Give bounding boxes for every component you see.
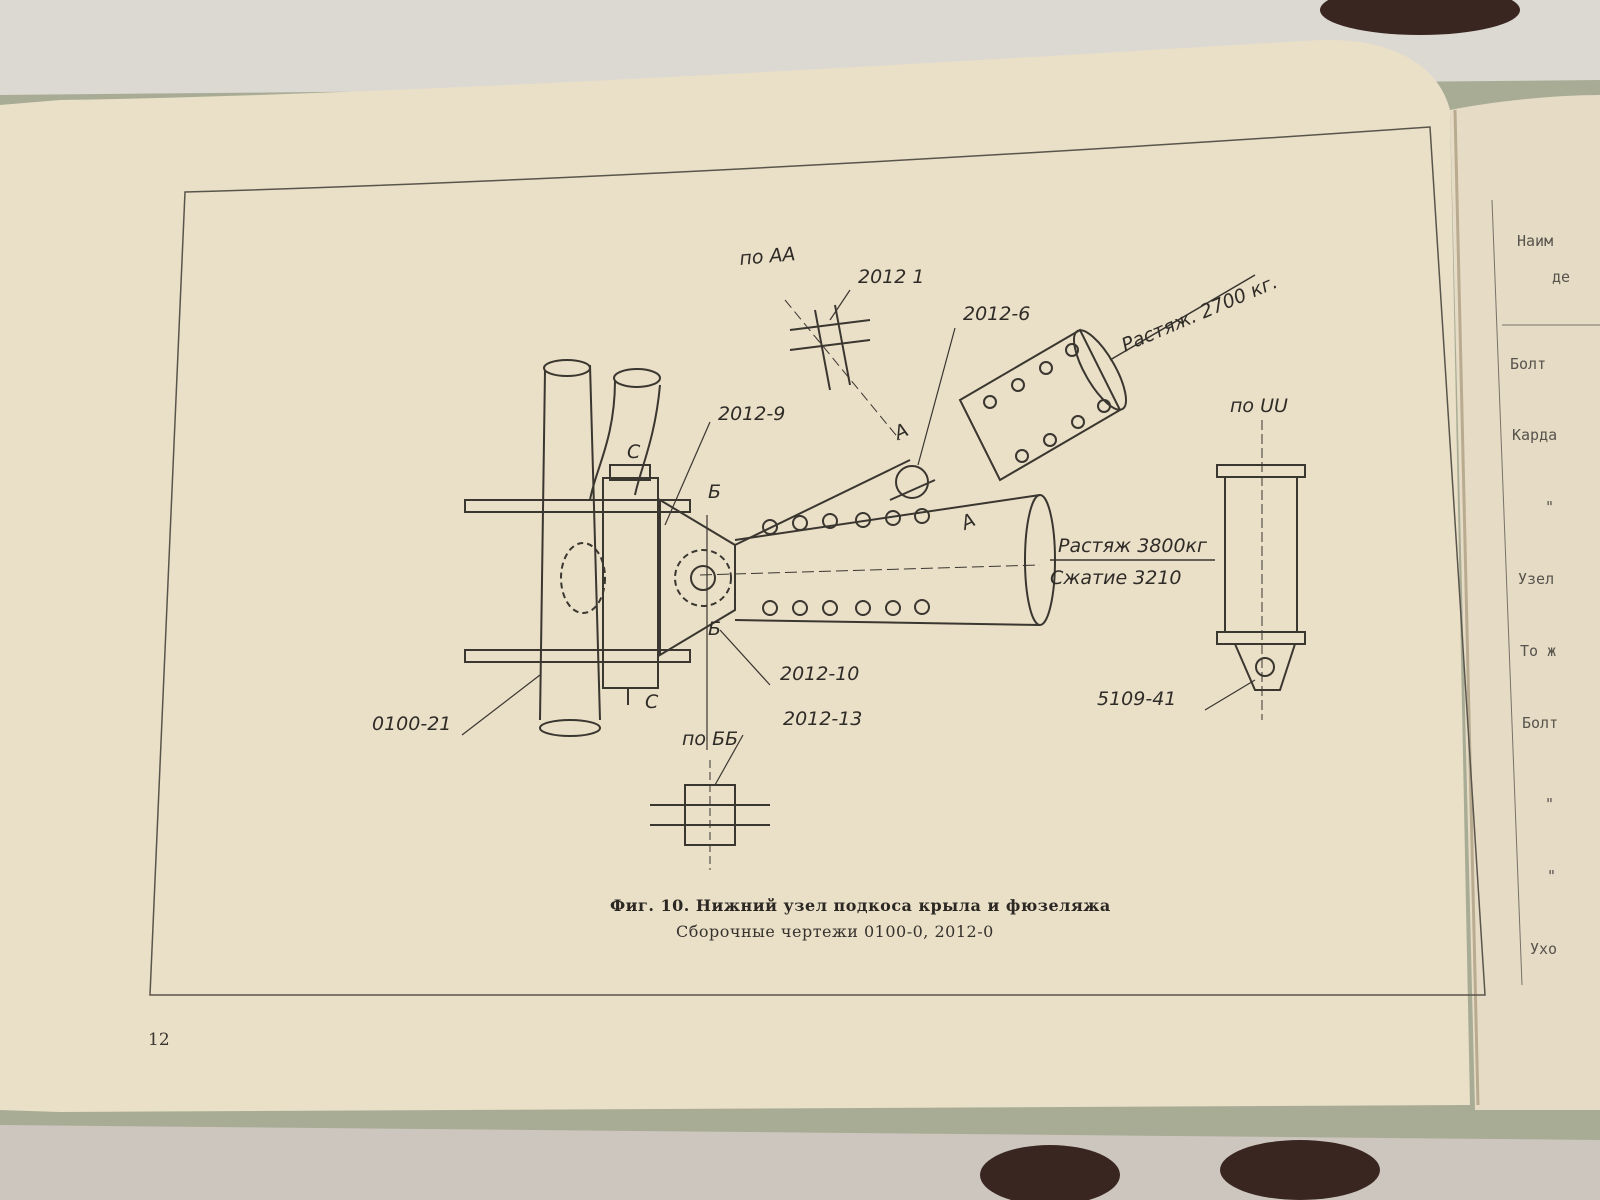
sleeve-end xyxy=(1073,329,1127,411)
table-row: Болт xyxy=(1522,714,1559,732)
page-gutter xyxy=(1453,109,1480,1106)
section-aa-detail xyxy=(789,304,871,391)
table-border xyxy=(1491,199,1523,986)
sleeve-rivets xyxy=(983,343,1111,463)
right-page xyxy=(1450,95,1600,1110)
eye-bolt xyxy=(895,465,929,499)
label-mark-b-top: Б xyxy=(708,481,721,503)
drawing-frame xyxy=(149,126,1486,996)
section-uu-lug xyxy=(1234,643,1296,691)
diagonal-tube xyxy=(589,379,661,501)
clevis-circle xyxy=(674,549,732,607)
fabric-pattern xyxy=(980,1145,1120,1200)
tube-end xyxy=(543,359,591,377)
tube-end xyxy=(613,368,661,388)
label-mark-b-bottom: Б xyxy=(708,618,721,640)
table-row: " xyxy=(1547,867,1557,885)
bracket-plates xyxy=(464,499,691,663)
table-row: Узел xyxy=(1518,570,1555,588)
table-row: " xyxy=(1545,498,1555,516)
table-row: То ж xyxy=(1520,642,1557,660)
rivet-rows xyxy=(762,508,930,616)
label-section-bb: по ББ xyxy=(682,728,738,750)
tension-2700-arrow xyxy=(1109,274,1256,361)
label-section-uu: по UU xyxy=(1230,395,1288,417)
page-number: 12 xyxy=(148,1030,170,1050)
table-row: Карда xyxy=(1512,426,1558,444)
label-2012-1: 2012 1 xyxy=(858,266,924,288)
label-2012-9: 2012-9 xyxy=(718,403,785,425)
tube-end xyxy=(539,719,601,737)
fabric-pattern xyxy=(1220,1140,1380,1200)
leader-lines xyxy=(461,289,1256,786)
figure-caption: Фиг. 10. Нижний узел подкоса крыла и фюз… xyxy=(610,896,1111,915)
label-tension-3800: Растяж 3800кг xyxy=(1058,535,1208,557)
label-2012-6: 2012-6 xyxy=(963,303,1030,325)
label-0100-21: 0100-21 xyxy=(372,713,451,735)
label-section-aa: по АА xyxy=(739,243,797,270)
label-2012-13: 2012-13 xyxy=(783,708,862,730)
nut xyxy=(609,464,651,481)
label-mark-c-top: С xyxy=(627,441,641,463)
label-mark-c-bottom: С xyxy=(645,691,659,713)
weld-cutout xyxy=(560,542,606,614)
table-row: Болт xyxy=(1510,355,1547,373)
table-header-1: Наим xyxy=(1517,232,1554,250)
lug-hole xyxy=(1255,657,1275,677)
label-5109-41: 5109-41 xyxy=(1097,688,1176,710)
label-compression-3210: Сжатие 3210 xyxy=(1050,567,1182,589)
technical-drawing xyxy=(461,274,1306,870)
section-uu-flange xyxy=(1216,631,1306,645)
table-header-2: де xyxy=(1552,268,1571,286)
pin xyxy=(690,565,716,591)
table-row: " xyxy=(1545,795,1555,813)
fabric-pattern xyxy=(1320,0,1520,35)
table-row: Ухо xyxy=(1530,940,1558,958)
clevis xyxy=(659,498,736,657)
centerline xyxy=(699,564,1041,576)
section-aa-axis xyxy=(784,299,901,441)
fitting-body xyxy=(602,477,659,689)
label-2012-10: 2012-10 xyxy=(780,663,859,685)
strut-tube xyxy=(734,494,1041,626)
figure-subcaption: Сборочные чертежи 0100-0, 2012-0 xyxy=(676,922,994,941)
